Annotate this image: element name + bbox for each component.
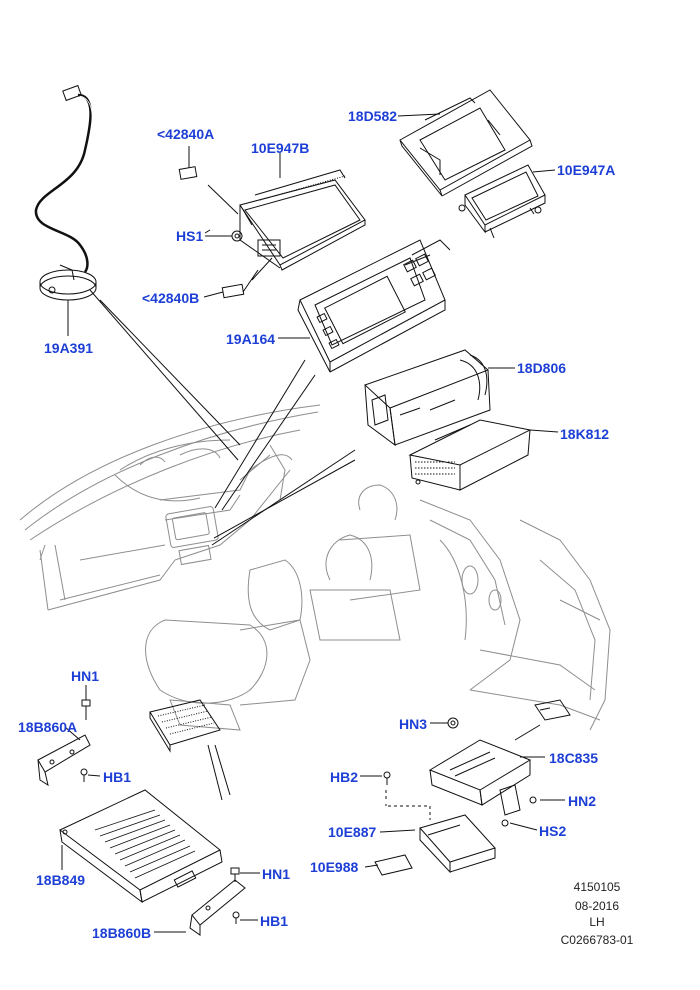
callout-HB2[interactable]: HB2 [330, 769, 359, 785]
callout-19A164[interactable]: 19A164 [226, 331, 276, 347]
callout-18B860A[interactable]: 18B860A [18, 719, 78, 735]
pad-10E988 [374, 854, 413, 876]
module-18K812 [408, 419, 532, 491]
callout-HN1-lower[interactable]: HN1 [262, 866, 291, 882]
leader-lines [61, 113, 565, 933]
callout-18D806[interactable]: 18D806 [517, 360, 567, 376]
bracket-18B860A [37, 734, 91, 787]
vehicle-interior-illustration [19, 404, 611, 731]
callout-HN2[interactable]: HN2 [568, 793, 597, 809]
callout-10E947A[interactable]: 10E947A [557, 162, 616, 178]
callout-HS2[interactable]: HS2 [539, 823, 567, 839]
callout-18C835[interactable]: 18C835 [549, 750, 599, 766]
ref-code: C0266783-01 [560, 933, 634, 947]
bracket-18C835 [428, 739, 532, 816]
bolt-HN1a [81, 699, 91, 720]
callout-HB1-upper[interactable]: HB1 [103, 769, 132, 785]
callout-HS1[interactable]: HS1 [176, 228, 204, 244]
callout-HB1-lower[interactable]: HB1 [260, 913, 289, 929]
antenna-cable-19A391 [34, 84, 97, 301]
callout-19A391[interactable]: 19A391 [44, 340, 94, 356]
callout-42840A[interactable]: <42840A [157, 126, 215, 142]
callout-10E988[interactable]: 10E988 [310, 859, 359, 875]
media-unit-18D806 [364, 349, 491, 447]
callout-10E887[interactable]: 10E887 [328, 824, 377, 840]
callout-42840B[interactable]: <42840B [142, 290, 200, 306]
bolt-HN1b [230, 867, 240, 882]
callout-18K812[interactable]: 18K812 [560, 426, 610, 442]
callout-HN3[interactable]: HN3 [399, 716, 428, 732]
pad-42840A [178, 166, 198, 180]
module-10E887 [419, 814, 496, 874]
amplifier-18B849 [59, 789, 223, 904]
ref-date: 08-2016 [574, 899, 620, 913]
ref-side: LH [589, 915, 605, 929]
display-module-10E947B [239, 169, 366, 271]
control-panel-19A164 [297, 239, 451, 373]
callout-HN1-upper[interactable]: HN1 [71, 668, 100, 684]
callout-18D582[interactable]: 18D582 [348, 108, 398, 124]
pad-42840B [221, 283, 245, 299]
ref-number: 4150105 [573, 880, 621, 894]
display-module-10E947A [458, 164, 546, 239]
bolt-HB1b [232, 911, 240, 924]
bolt-HB2 [383, 771, 391, 785]
bolt-HB1a [80, 768, 88, 782]
bracket-18D582 [399, 89, 533, 197]
screw-HS2 [501, 819, 509, 827]
callout-18B860B[interactable]: 18B860B [92, 925, 152, 941]
nut-HN3 [447, 717, 459, 729]
nut-HN2 [529, 796, 537, 804]
callout-10E947B[interactable]: 10E947B [251, 140, 310, 156]
callout-18B849[interactable]: 18B849 [36, 872, 86, 888]
bracket-18B860B [189, 879, 246, 936]
underseat-amplifier [149, 699, 221, 753]
connector-18C835 [534, 699, 571, 721]
